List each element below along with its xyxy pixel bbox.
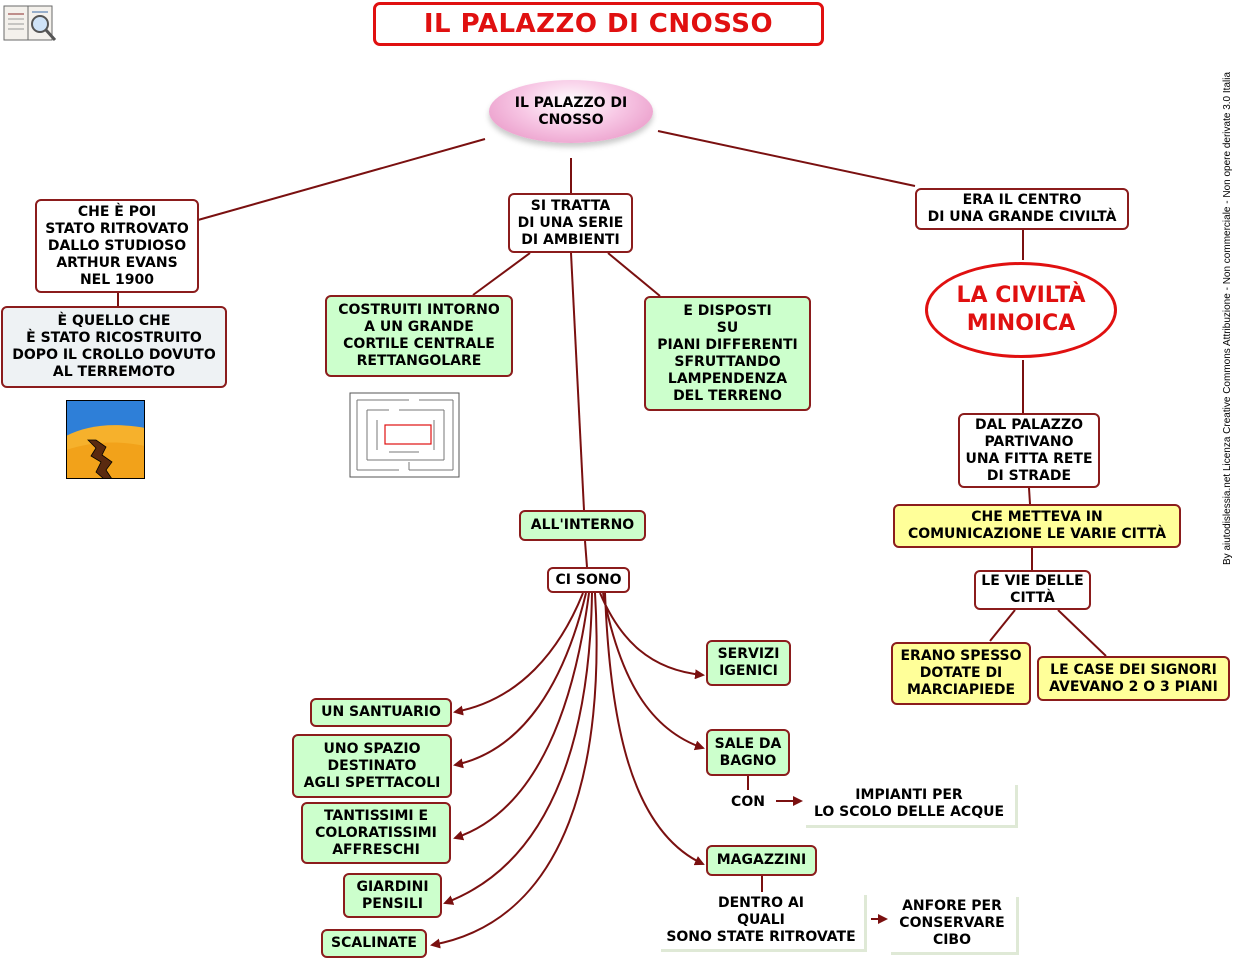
node-costruiti: COSTRUITI INTORNO A UN GRANDE CORTILE CE… [325, 295, 513, 377]
earthquake-picture [66, 400, 145, 479]
link-cisono-scalinate [430, 592, 598, 949]
node-ci-sono: CI SONO [547, 567, 630, 593]
node-sale-bagno: SALE DA BAGNO [706, 729, 790, 776]
node-vie-citta: LE VIE DELLE CITTÀ [974, 570, 1091, 610]
link-central-ritrovato [197, 138, 486, 221]
node-comunicazione: CHE METTEVA IN COMUNICAZIONE LE VARIE CI… [893, 504, 1181, 548]
node-affreschi: TANTISSIMI E COLORATISSIMI AFFRESCHI [301, 802, 451, 864]
node-santuario: UN SANTUARIO [310, 698, 452, 727]
node-civilta-minoica: LA CIVILTÀ MINOICA [925, 262, 1117, 358]
palace-plan-picture [349, 392, 460, 478]
link-cisono-servizi [599, 592, 705, 680]
node-scalinate: SCALINATE [321, 929, 427, 958]
link-serie-interno [570, 252, 585, 511]
link-interno-cisono [584, 540, 588, 568]
node-ritrovato: CHE È POI STATO RITROVATO DALLO STUDIOSO… [35, 199, 199, 293]
node-marciapiede: ERANO SPESSO DOTATE DI MARCIAPIEDE [891, 642, 1031, 705]
link-cisono-spazio [453, 592, 587, 769]
link-cisono-sale [602, 592, 705, 751]
link-cisono-affreschi [453, 592, 590, 841]
node-centro-civilta: ERA IL CENTRO DI UNA GRANDE CIVILTÀ [915, 188, 1129, 230]
link-vie-marciapiede [989, 609, 1016, 642]
link-cisono-giardini [443, 592, 593, 905]
book-magnifier-icon [3, 5, 57, 42]
page-title: IL PALAZZO DI CNOSSO [373, 2, 824, 46]
node-interno: ALL'INTERNO [519, 510, 646, 541]
node-serie-ambienti: SI TRATTA DI UNA SERIE DI AMBIENTI [508, 193, 633, 253]
node-magazzini: MAGAZZINI [706, 845, 817, 876]
node-dentro-quali: DENTRO AI QUALI SONO STATE RITROVATE [658, 892, 864, 949]
node-con: CON [720, 790, 776, 814]
node-rete-strade: DAL PALAZZO PARTIVANO UNA FITTA RETE DI … [958, 413, 1100, 488]
link-serie-disposti [607, 252, 661, 297]
central-topic: IL PALAZZO DI CNOSSO [489, 80, 653, 143]
node-ricostruito: È QUELLO CHE È STATO RICOSTRUITO DOPO IL… [1, 306, 227, 388]
link-central-centro [657, 130, 916, 187]
link-vie-case [1057, 609, 1107, 657]
node-servizi: SERVIZI IGENICI [706, 640, 791, 686]
node-giardini: GIARDINI PENSILI [343, 873, 442, 918]
link-serie-costruiti [472, 252, 531, 296]
node-anfore: ANFORE PER CONSERVARE CIBO [888, 894, 1016, 952]
link-cisono-magazzini [604, 592, 705, 866]
link-cisono-santuario [453, 592, 584, 716]
node-case-signori: LE CASE DEI SIGNORI AVEVANO 2 O 3 PIANI [1037, 656, 1230, 701]
node-impianti: IMPIANTI PER LO SCOLO DELLE ACQUE [803, 782, 1015, 825]
link-strade-comunicazione [1028, 487, 1031, 505]
node-spazio-spettacoli: UNO SPAZIO DESTINATO AGLI SPETTACOLI [292, 734, 452, 798]
node-disposti: E DISPOSTI SU PIANI DIFFERENTI SFRUTTAND… [644, 296, 811, 411]
